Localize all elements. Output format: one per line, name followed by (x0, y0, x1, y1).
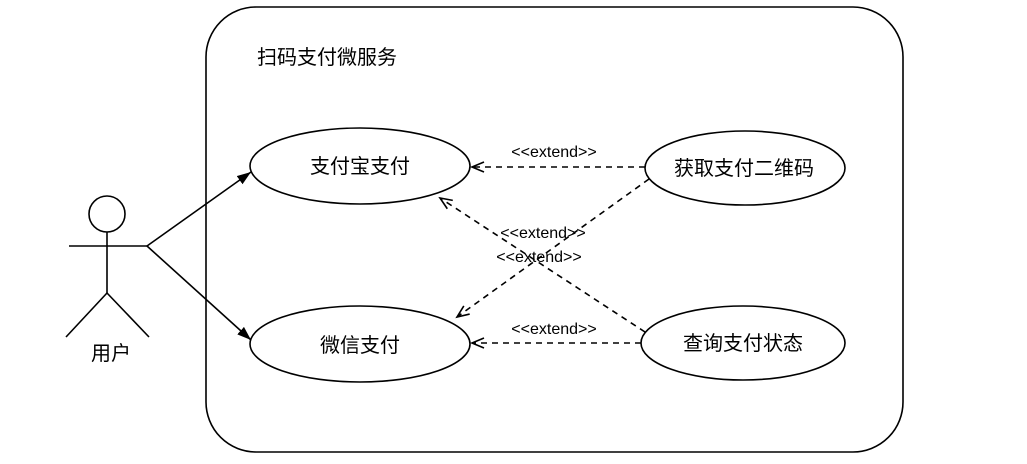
actor-head (88, 195, 126, 233)
use-case-alipay[interactable] (249, 127, 471, 205)
extend-label-qrcode-alipay: <<extend>> (511, 144, 596, 161)
use-case-query-status[interactable] (640, 305, 846, 381)
actor-label: 用户 (91, 342, 131, 365)
extend-label-status-wechat: <<extend>> (511, 321, 596, 338)
system-boundary-title: 扫码支付微服务 (257, 46, 397, 69)
edge-association-user-alipay (146, 171, 252, 247)
extend-label-qrcode-wechat: <<extend>> (496, 249, 581, 266)
actor-leg-right (106, 292, 150, 338)
extend-label-status-alipay: <<extend>> (500, 225, 585, 242)
actor-user[interactable] (65, 195, 150, 338)
use-case-query-status-label: 查询支付状态 (683, 332, 803, 355)
use-case-get-qrcode[interactable] (644, 130, 846, 206)
use-case-wechat-label: 微信支付 (320, 334, 400, 357)
edge-association-user-wechat (146, 245, 252, 341)
use-case-alipay-label: 支付宝支付 (310, 155, 410, 178)
use-case-get-qrcode-label: 获取支付二维码 (674, 157, 814, 180)
edge-extend-status-alipay (438, 196, 646, 333)
use-case-wechat[interactable] (249, 305, 471, 383)
actor-leg-left (65, 292, 108, 338)
